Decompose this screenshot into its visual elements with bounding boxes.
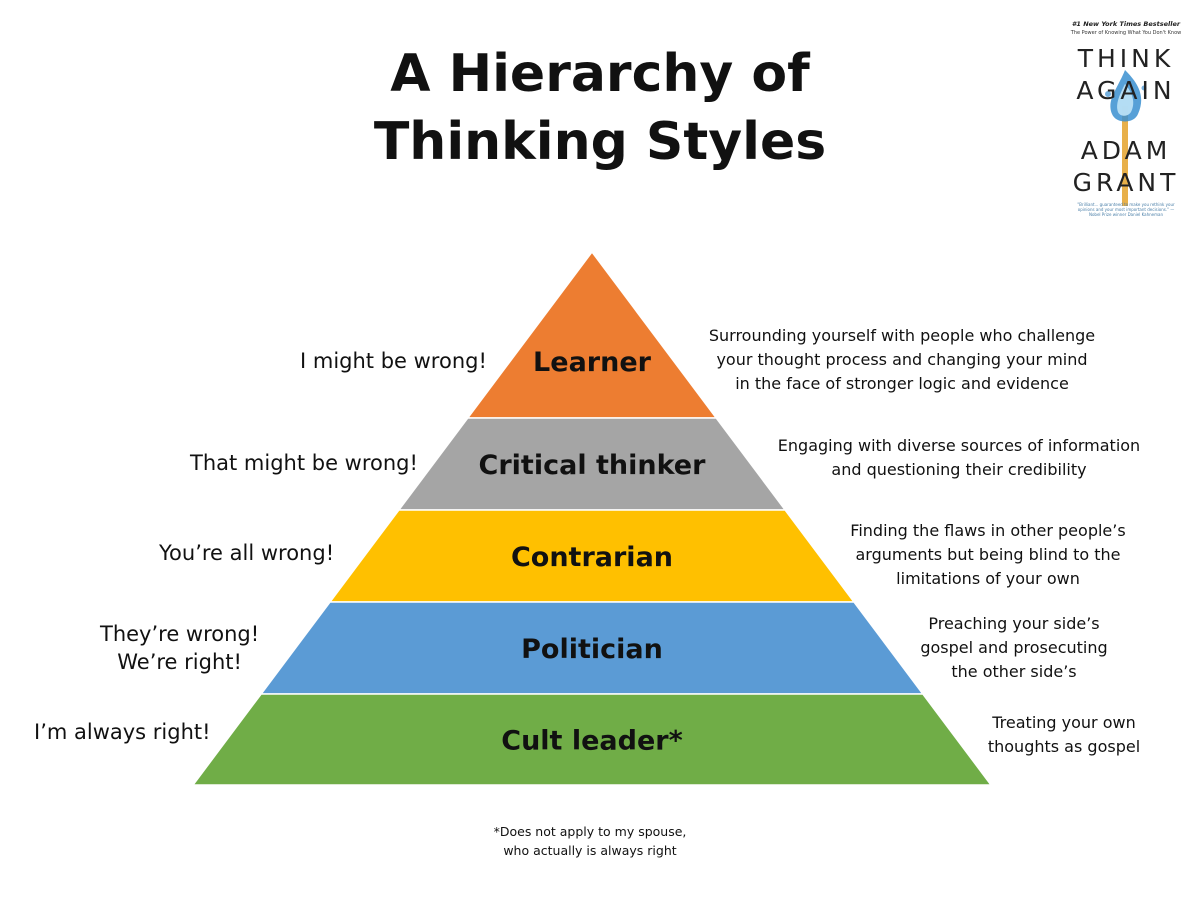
quote-learner: I might be wrong! (300, 349, 487, 373)
description-politician: Preaching your side’s gospel and prosecu… (920, 614, 1108, 681)
layer-label-critical-thinker: Critical thinker (479, 450, 707, 481)
title-line-2: Thinking Styles (373, 112, 827, 172)
pyramid-layer-learner (466, 250, 718, 419)
book-title-word-2: AGAIN (1076, 76, 1176, 105)
description-contrarian: Finding the flaws in other people’s argu… (850, 521, 1126, 588)
match-stick (1122, 106, 1128, 206)
water-flame-highlight (1117, 84, 1134, 116)
layer-label-politician: Politician (521, 634, 663, 665)
quote-cult-leader: I’m always right! (34, 720, 211, 744)
title-line-1: A Hierarchy of (390, 44, 810, 104)
water-droplet (1105, 91, 1111, 97)
book-subtitle: The Power of Knowing What You Don't Know (1070, 30, 1182, 36)
layer-label-contrarian: Contrarian (511, 542, 673, 573)
book-author-word-2: GRANT (1072, 168, 1180, 197)
description-critical-thinker: Engaging with diverse sources of informa… (777, 436, 1141, 479)
book-author-word-1: ADAM (1080, 136, 1172, 165)
water-droplet (1141, 85, 1147, 91)
layer-label-cult-leader: Cult leader* (501, 726, 682, 757)
description-learner: Surrounding yourself with people who cha… (708, 326, 1096, 393)
book-title-word-1: THINK (1077, 44, 1175, 73)
book-cover-artwork (1105, 70, 1147, 206)
pyramid-layer-cult-leader (191, 693, 993, 786)
book-tagline: #1 New York Times Bestseller (1071, 20, 1181, 28)
layer-label-learner: Learner (533, 347, 652, 378)
description-cult-leader: Treating your own thoughts as gospel (987, 713, 1141, 756)
footnote: *Does not apply to my spouse, who actual… (493, 824, 687, 858)
quote-politician: They’re wrong! We’re right! (100, 622, 260, 674)
page-title: A Hierarchy of Thinking Styles (300, 40, 900, 176)
quote-contrarian: You’re all wrong! (159, 541, 335, 565)
book-cover-image: #1 New York Times Bestseller The Power o… (1068, 18, 1184, 217)
quote-critical-thinker: That might be wrong! (190, 451, 418, 475)
book-blurb: "Brilliant... guaranteed to make you ret… (1077, 202, 1175, 217)
